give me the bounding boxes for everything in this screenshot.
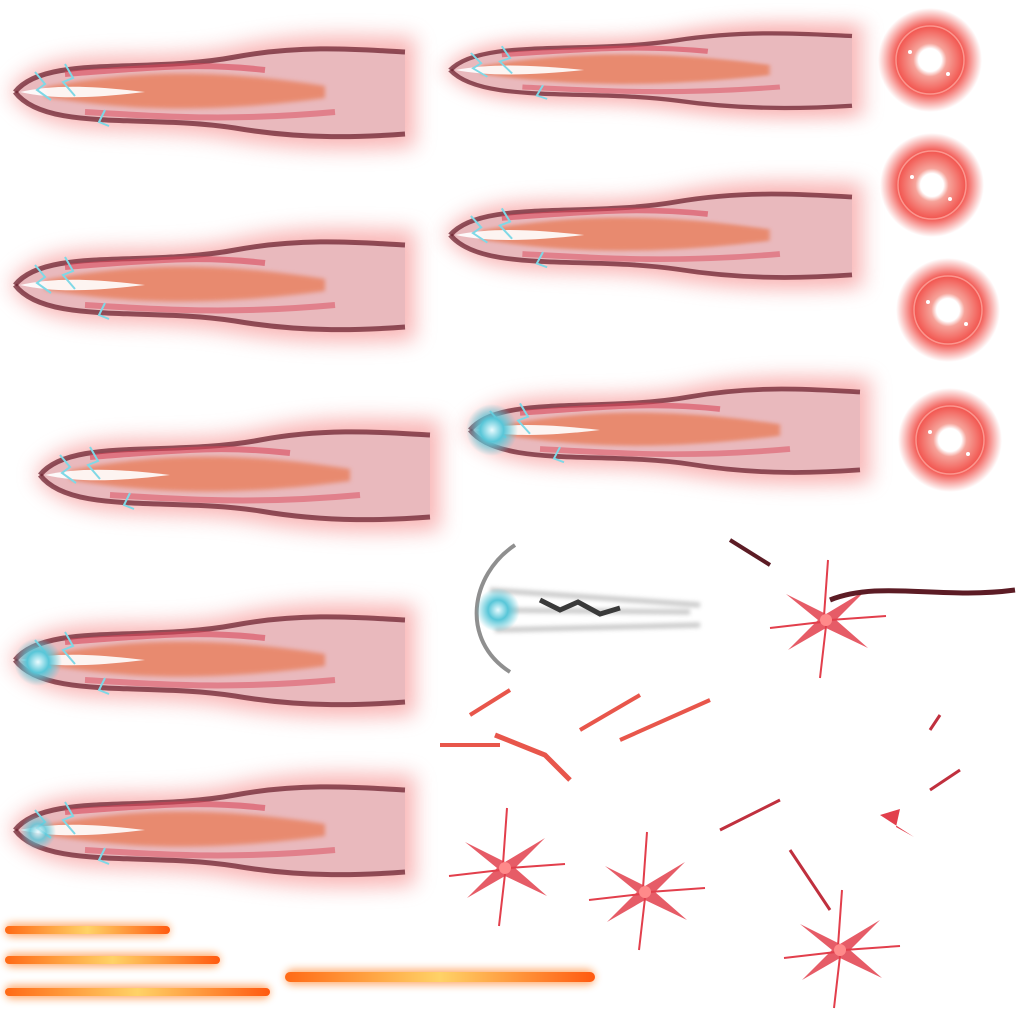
streak-sprite-3 (5, 985, 270, 999)
spark-sprite-2 (448, 807, 566, 927)
beam-sprite-6 (445, 22, 862, 119)
streak-sprite-1 (5, 923, 170, 937)
impact-sparks (440, 538, 1016, 1009)
orb-sprite-1 (877, 7, 983, 113)
beam-sprite-5 (10, 774, 415, 888)
medium-beams (445, 22, 870, 484)
charge-core-blue-small (20, 814, 56, 850)
orb-sprite-4 (897, 387, 1003, 493)
streak-sprite-2 (5, 953, 220, 967)
orb-sprite-3 (895, 257, 1001, 363)
fire-streaks (5, 923, 595, 999)
beam-sprite-4 (10, 604, 415, 718)
smoke-burst (474, 543, 701, 674)
charge-orbs (877, 7, 1003, 493)
beam-sprite-1 (10, 36, 415, 150)
charge-core-blue (14, 638, 62, 686)
orb-sprite-2 (879, 132, 985, 238)
spark-sprite-1 (769, 559, 887, 679)
charge-core-blue-mid (466, 404, 518, 456)
streak-sprite-4 (285, 969, 595, 985)
beam-sprite-7 (445, 181, 862, 289)
spark-sprite-4 (783, 889, 901, 1009)
beam-sprite-2 (10, 229, 415, 343)
spark-sprite-3 (588, 831, 706, 951)
beam-sprite-8 (465, 376, 870, 484)
large-beams (10, 36, 440, 888)
beam-sprite-3 (35, 419, 440, 533)
